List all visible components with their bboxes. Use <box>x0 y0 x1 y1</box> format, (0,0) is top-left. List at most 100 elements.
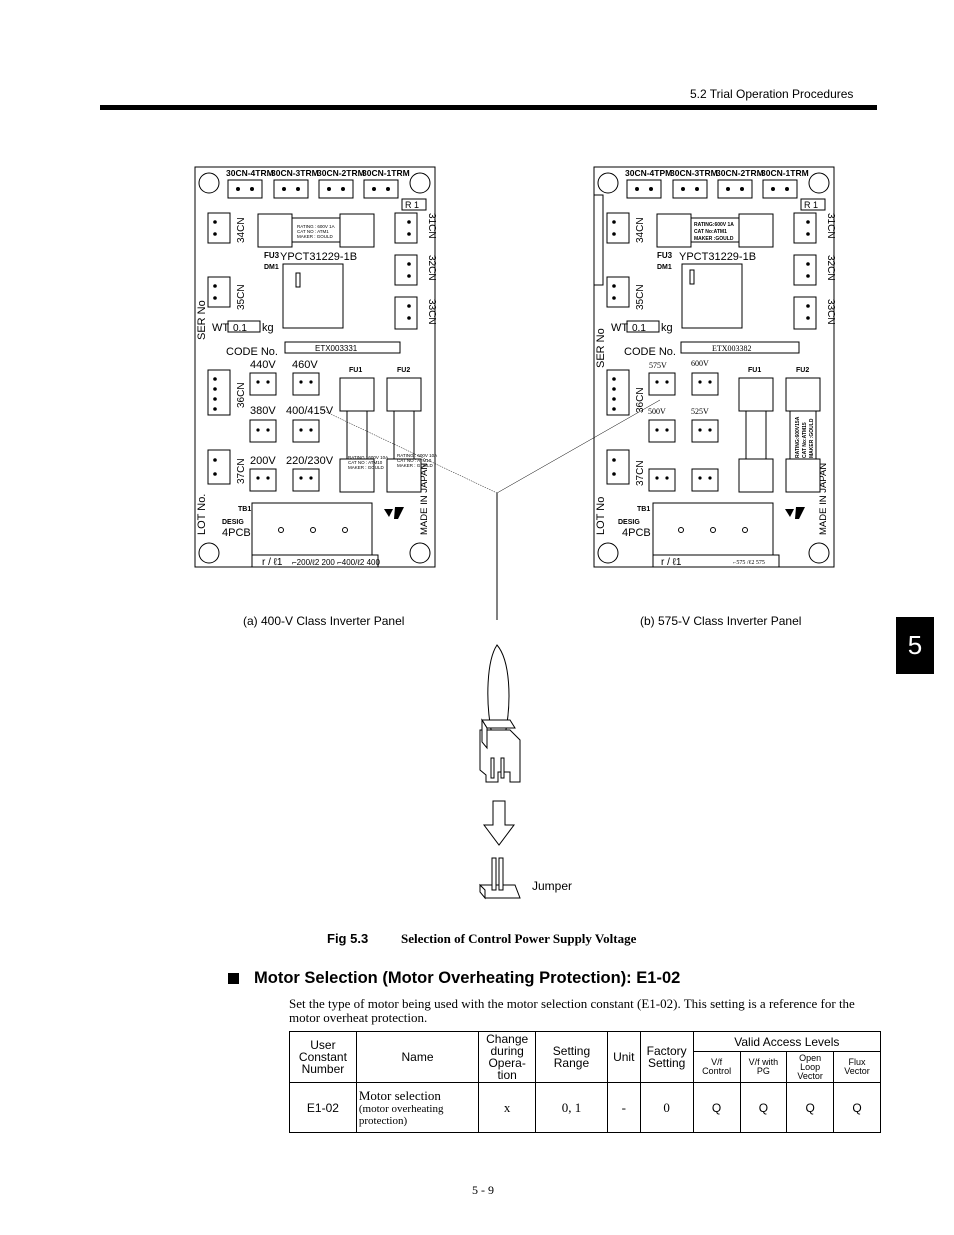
panel-a-32cn: 32CN <box>426 255 437 281</box>
panel-b-36cn: 36CN <box>635 387 646 413</box>
panel-b-v-600: 600V <box>691 359 709 368</box>
panel-b-code-label: CODE No. <box>624 346 676 358</box>
panel-a-terminal-left: r / ℓ1 <box>262 557 283 568</box>
panel-b-32cn: 32CN <box>825 255 836 281</box>
panel-a-board-name: 4PCB <box>222 527 251 539</box>
panel-a-35cn: 35CN <box>236 284 247 310</box>
panel-a-conn-top-2: 30CN-3TRM <box>271 168 319 178</box>
section-body: Set the type of motor being used with th… <box>289 996 855 1025</box>
panel-a-v-400: 400/415V <box>286 405 334 417</box>
panel-a-fuse-rating-2: CAT NO : ATM1 <box>297 229 329 234</box>
panel-a-33cn: 33CN <box>426 299 437 325</box>
panel-a-board: 30CN-4TRM 30CN-3TRM 30CN-2TRM 30CN-1TRM … <box>194 166 437 568</box>
panel-a-fu1: FU1 <box>349 367 362 374</box>
panel-a-v-460: 460V <box>292 359 318 371</box>
svg-text:MAKER : GOULD: MAKER : GOULD <box>348 465 385 470</box>
panel-a-v-380: 380V <box>250 405 276 417</box>
panel-a-wt-value: 0.1 <box>233 323 247 334</box>
panel-b-made-in: MADE IN JAPAN <box>818 463 829 535</box>
cell-name-main: Motor selection <box>358 1087 441 1103</box>
panel-a-tb1: TB1 <box>238 506 251 513</box>
header-rule <box>100 105 877 110</box>
panel-b-terminal-right: ⌐575 /ℓ2 575 <box>733 560 765 566</box>
cell-level-vf-pg: Q <box>739 1082 788 1133</box>
panel-a-part-no: YPCT31229-1B <box>280 251 357 263</box>
panel-a-fu1-rating: RATING : 600V 10A <box>348 455 388 460</box>
panel-b-fu1: FU1 <box>748 367 761 374</box>
panel-a-desig: DESIG <box>222 519 244 526</box>
section-bullet-icon <box>228 973 239 984</box>
panel-b-fu2-rating-1: RATING:600V15A <box>795 416 801 458</box>
caption-panel-b: (b) 575-V Class Inverter Panel <box>640 614 802 628</box>
leader-line-a <box>321 409 498 494</box>
panel-b-conn-top-1: 30CN-4TPM <box>625 168 672 178</box>
panel-b-wt: WT <box>611 322 628 334</box>
panel-b-tb1: TB1 <box>637 506 650 513</box>
panel-a-fuse-rating-1: RATING : 600V 1A <box>297 224 335 229</box>
jumper-pins-icon <box>479 857 521 900</box>
panel-b-v-525: 525V <box>691 407 709 416</box>
panel-a-conn-top-4: 30CN-1TRM <box>362 168 410 178</box>
col-level-flux: Flux Vector <box>833 1051 881 1083</box>
figure-title: Selection of Control Power Supply Voltag… <box>401 931 637 946</box>
panel-b-fuse-rating-1: RATING:600V 1A <box>694 222 734 228</box>
col-valid-access-levels: Valid Access Levels <box>692 1031 882 1052</box>
panel-a-terminal-right: ⌐200/ℓ2 200 ⌐400/ℓ2 400 <box>292 558 380 567</box>
panel-a-r1: R 1 <box>405 200 419 210</box>
panel-b-desig: DESIG <box>618 519 640 526</box>
panel-a-wt: WT <box>212 322 229 334</box>
panel-b-dm1: DM1 <box>657 264 672 271</box>
panel-a-fu2: FU2 <box>397 367 410 374</box>
col-user-constant: User Constant Number <box>289 1031 357 1083</box>
cell-unit: - <box>606 1082 641 1133</box>
svg-text:CAT NO : ATM10: CAT NO : ATM10 <box>348 460 383 465</box>
panel-a-v-200: 200V <box>250 455 276 467</box>
col-name: Name <box>355 1031 480 1083</box>
panel-a-wt-unit: kg <box>262 322 274 334</box>
svg-text:MAKER :GOULD: MAKER :GOULD <box>809 418 815 458</box>
page-number: 5 - 9 <box>472 1183 494 1197</box>
col-level-vf: V/f Control <box>692 1051 741 1083</box>
running-header: 5.2 Trial Operation Procedures <box>690 87 854 101</box>
section-heading: Motor Selection (Motor Overheating Prote… <box>254 969 681 987</box>
panel-a-made-in: MADE IN JAPAN <box>419 463 430 535</box>
svg-text:CAT NO : ATM10: CAT NO : ATM10 <box>397 458 432 463</box>
svg-text:CAT No:ATM1: CAT No:ATM1 <box>694 229 727 235</box>
panel-b-33cn: 33CN <box>825 299 836 325</box>
panel-b-board: 30CN-4TPM 30CN-3TRM 30CN-2TRM 30CN-1TRM … <box>593 166 836 568</box>
panel-b-conn-top-2: 30CN-3TRM <box>670 168 718 178</box>
jumper-label: Jumper <box>532 879 573 893</box>
panel-a-37cn: 37CN <box>236 458 247 484</box>
col-unit: Unit <box>606 1031 641 1083</box>
svg-text:MAKER :GOULD: MAKER :GOULD <box>694 236 734 242</box>
panel-b-conn-top-4: 30CN-1TRM <box>761 168 809 178</box>
cell-level-flux: Q <box>833 1082 881 1133</box>
yaskawa-logo-icon-b <box>785 507 805 519</box>
panel-b-v-575: 575V <box>649 361 667 370</box>
chapter-tab: 5 <box>896 617 934 674</box>
caption-panel-a: (a) 400-V Class Inverter Panel <box>243 614 405 628</box>
col-level-open-loop: Open Loop Vector <box>786 1051 835 1083</box>
down-arrow-icon <box>483 800 515 846</box>
panel-b-r1: R 1 <box>804 200 818 210</box>
panel-b-34cn: 34CN <box>635 217 646 243</box>
panel-b-ser: SER No <box>595 328 607 368</box>
panel-a-code-label: CODE No. <box>226 346 278 358</box>
col-factory: Factory Setting <box>639 1031 694 1083</box>
cell-name-sub: (motor overheating protection) <box>358 1102 444 1127</box>
cell-range: 0, 1 <box>535 1082 608 1133</box>
col-change: Change during Opera- tion <box>478 1031 537 1083</box>
col-setting-range: Setting Range <box>535 1031 608 1083</box>
panel-a-dm1: DM1 <box>264 264 279 271</box>
cell-factory: 0 <box>639 1082 694 1133</box>
panel-a-conn-top-1: 30CN-4TRM <box>226 168 274 178</box>
cell-name: Motor selection (motor overheating prote… <box>355 1082 480 1133</box>
figure-number: Fig 5.3 <box>327 931 369 946</box>
svg-text:CAT No:ATM15: CAT No:ATM15 <box>802 422 808 458</box>
panel-b-terminal-left: r / ℓ1 <box>661 557 682 568</box>
cell-change: x <box>478 1082 537 1133</box>
panel-b-wt-unit: kg <box>661 322 673 334</box>
panel-a-v-440: 440V <box>250 359 276 371</box>
panel-b-conn-top-3: 30CN-2TRM <box>716 168 764 178</box>
panel-b-code-value: ETX003382 <box>712 344 752 353</box>
